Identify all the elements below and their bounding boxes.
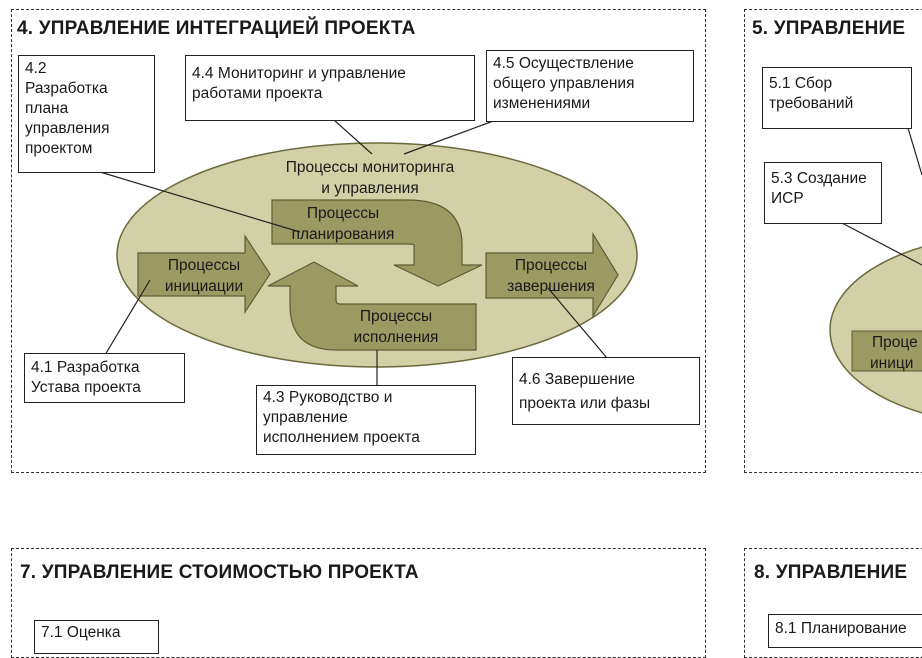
scope-process-label-1: Проце — [872, 334, 918, 351]
initiation-label-1: Процессы — [168, 257, 240, 274]
scope-ellipse — [829, 246, 922, 414]
closing-label-2: завершения — [507, 278, 595, 295]
item-4-1-develop-charter: 4.1 Разработка Устава проекта — [24, 353, 185, 403]
item-8-1-plan: 8.1 Планирование — [768, 614, 922, 648]
panel-cost-title: 7. УПРАВЛЕНИЕ СТОИМОСТЬЮ ПРОЕКТА — [20, 562, 419, 583]
panel-integration-title: 4. УПРАВЛЕНИЕ ИНТЕГРАЦИЕЙ ПРОЕКТА — [17, 18, 416, 39]
item-5-3-create-wbs: 5.3 Создание ИСР — [764, 162, 882, 224]
closing-label-1: Процессы — [515, 257, 587, 274]
process-diagram: Процессы мониторинга и управления Процес… — [99, 119, 922, 414]
scope-process-label-2: иници — [870, 355, 913, 372]
connector-46 — [547, 287, 608, 359]
execution-label-1: Процессы — [360, 308, 432, 325]
planning-label-1: Процессы — [307, 205, 379, 222]
scope-initiation-block — [851, 330, 922, 372]
item-4-3-direct-execution: 4.3 Руководство и управление исполнением… — [256, 385, 476, 455]
closing-arrow — [485, 231, 619, 319]
monitoring-label-1: Процессы мониторинга — [286, 159, 455, 176]
connector-44 — [333, 119, 373, 155]
item-4-4-monitor-control: 4.4 Мониторинг и управление работами про… — [185, 55, 475, 121]
monitoring-label-2: и управления — [321, 180, 419, 197]
connector-53 — [839, 221, 922, 266]
initiation-arrow — [137, 233, 271, 315]
item-4-6-close-project: 4.6 Завершение проекта или фазы — [512, 357, 700, 425]
item-7-1-estimate: 7.1 Оценка — [34, 620, 159, 654]
item-4-2-develop-plan: 4.2 Разработка плана управления проектом — [18, 55, 155, 173]
connector-45 — [403, 119, 497, 155]
connector-42 — [99, 171, 301, 233]
initiation-label-2: инициации — [165, 278, 243, 295]
execution-label-2: исполнения — [354, 329, 439, 346]
planning-arrow — [271, 199, 483, 287]
panel-scope — [744, 9, 922, 473]
planning-label-2: планирования — [292, 226, 395, 243]
connector-41 — [104, 279, 151, 356]
panel-scope-title: 5. УПРАВЛЕНИЕ — [752, 18, 906, 39]
item-5-1-collect-requirements: 5.1 Сбор требований — [762, 67, 912, 129]
execution-arrow — [267, 261, 477, 351]
item-4-5-change-control: 4.5 Осуществление общего управления изме… — [486, 50, 694, 122]
connector-51 — [907, 127, 922, 176]
panel-quality-title: 8. УПРАВЛЕНИЕ — [754, 562, 908, 583]
panel-integration — [11, 9, 706, 473]
